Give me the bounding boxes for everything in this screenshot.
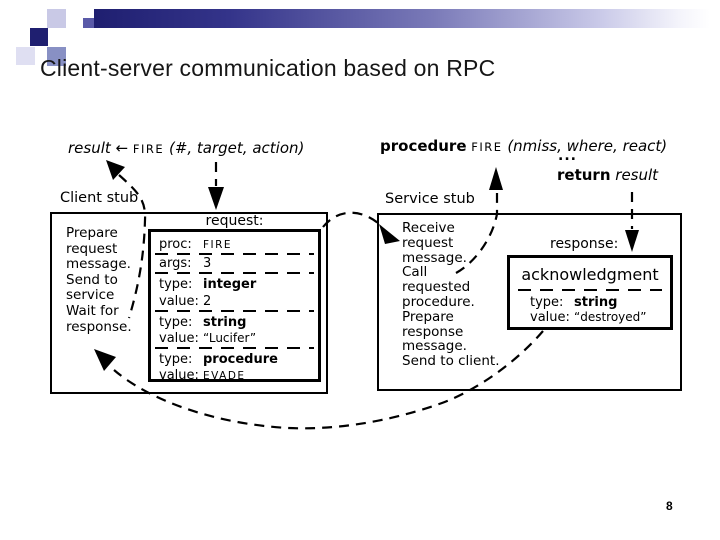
client-action-line: message.	[66, 256, 131, 273]
field-value: string	[203, 315, 247, 330]
service-action-line: Receive	[402, 220, 455, 236]
assign-arrow: ←	[115, 139, 129, 157]
request-row: value: 2	[159, 294, 211, 309]
field-label: type:	[159, 352, 193, 367]
slide-title: Client-server communication based on RPC	[40, 55, 496, 81]
field-label: value:	[159, 294, 199, 309]
procedure-body-ellipsis: ...	[558, 148, 577, 164]
client-action-line: Prepare	[66, 225, 118, 241]
service-actions: Receive request message. Call requested …	[402, 221, 500, 369]
field-value: EVADE	[203, 370, 246, 382]
dashed-divider	[155, 272, 314, 274]
field-label: proc:	[159, 237, 192, 252]
fire-up-arrow	[489, 167, 503, 190]
header-square-slate	[47, 47, 66, 66]
field-label: value:	[530, 310, 570, 325]
field-label: type:	[530, 295, 564, 310]
header-square-mid	[83, 18, 94, 28]
call-proc-name: FIRE	[132, 142, 165, 156]
return-keyword: return	[557, 166, 611, 184]
service-action-line: procedure.	[402, 293, 475, 310]
call-params: (#, target, action)	[168, 139, 305, 157]
client-action-line: response.	[66, 318, 132, 335]
server-procedure-declaration: procedure FIRE (nmiss, where, react)	[380, 137, 667, 155]
client-action-line: Send to	[66, 271, 118, 288]
field-label: value:	[159, 368, 199, 383]
request-label: request:	[205, 213, 264, 229]
request-transmit-arc	[322, 211, 379, 228]
service-stub-label: Service stub	[385, 191, 475, 207]
service-action-line: Prepare	[402, 308, 454, 325]
service-action-line: request	[402, 234, 454, 251]
client-action-line: service	[66, 287, 115, 304]
field-label: type:	[159, 277, 193, 292]
client-actions: Prepare request message. Send to service…	[66, 225, 132, 335]
field-value: FIRE	[203, 239, 233, 251]
call-result: result	[68, 139, 111, 157]
header-square-lavender	[47, 9, 66, 28]
procedure-keyword: procedure	[380, 137, 467, 155]
request-row: args: 3	[159, 256, 211, 271]
client-call-formula: result ← FIRE (#, target, action)	[68, 139, 304, 157]
service-action-line: message.	[402, 249, 467, 266]
field-value: integer	[203, 277, 257, 292]
service-action-line: requested	[402, 279, 471, 296]
service-action-line: response	[402, 323, 464, 340]
field-label: value:	[159, 331, 199, 346]
header-square-dark	[30, 28, 48, 46]
request-message-box: proc: FIRE args: 3 type: integer value: 2 ty…	[148, 229, 321, 383]
dashed-divider	[155, 310, 314, 312]
request-row: proc: FIRE	[159, 237, 232, 252]
procedure-name: FIRE	[471, 140, 503, 154]
dashed-divider	[155, 347, 314, 349]
field-label: args:	[159, 256, 192, 271]
client-action-line: Wait for	[66, 302, 119, 319]
client-stub-label: Client stub	[60, 190, 139, 206]
request-row: value: “Lucifer”	[159, 331, 256, 346]
page-number: 8	[666, 499, 673, 513]
service-action-line: Call	[402, 264, 428, 281]
field-value: procedure	[203, 352, 278, 367]
response-label: response:	[550, 236, 619, 252]
header-gradient-bar	[94, 9, 710, 28]
procedure-params: (nmiss, where, react)	[507, 137, 668, 155]
acknowledgment-text: acknowledgment	[521, 265, 659, 284]
result-return-arrow	[106, 160, 125, 180]
return-value: result	[615, 166, 659, 184]
request-row: type: string	[159, 315, 246, 330]
dashed-divider	[155, 253, 314, 255]
field-value: string	[574, 295, 618, 310]
field-label: type:	[159, 315, 193, 330]
request-row: value: EVADE	[159, 368, 246, 383]
response-message-box: acknowledgment type: string value: “destro…	[507, 255, 673, 330]
request-row: type: procedure	[159, 352, 278, 367]
field-value: “Lucifer”	[203, 331, 257, 345]
request-down-arrow	[208, 187, 224, 210]
dashed-divider	[518, 289, 662, 291]
field-value: 2	[203, 294, 212, 309]
header-square-pale	[16, 47, 35, 65]
return-statement: return result	[557, 166, 658, 184]
response-row: type: string	[530, 295, 617, 310]
response-row: value: “destroyed”	[530, 310, 647, 325]
service-action-line: message.	[402, 338, 467, 355]
field-value: 3	[203, 256, 212, 271]
request-row: type: integer	[159, 277, 256, 292]
field-value: “destroyed”	[574, 310, 647, 324]
service-action-line: Send to client.	[402, 353, 500, 370]
client-action-line: request	[66, 240, 118, 257]
